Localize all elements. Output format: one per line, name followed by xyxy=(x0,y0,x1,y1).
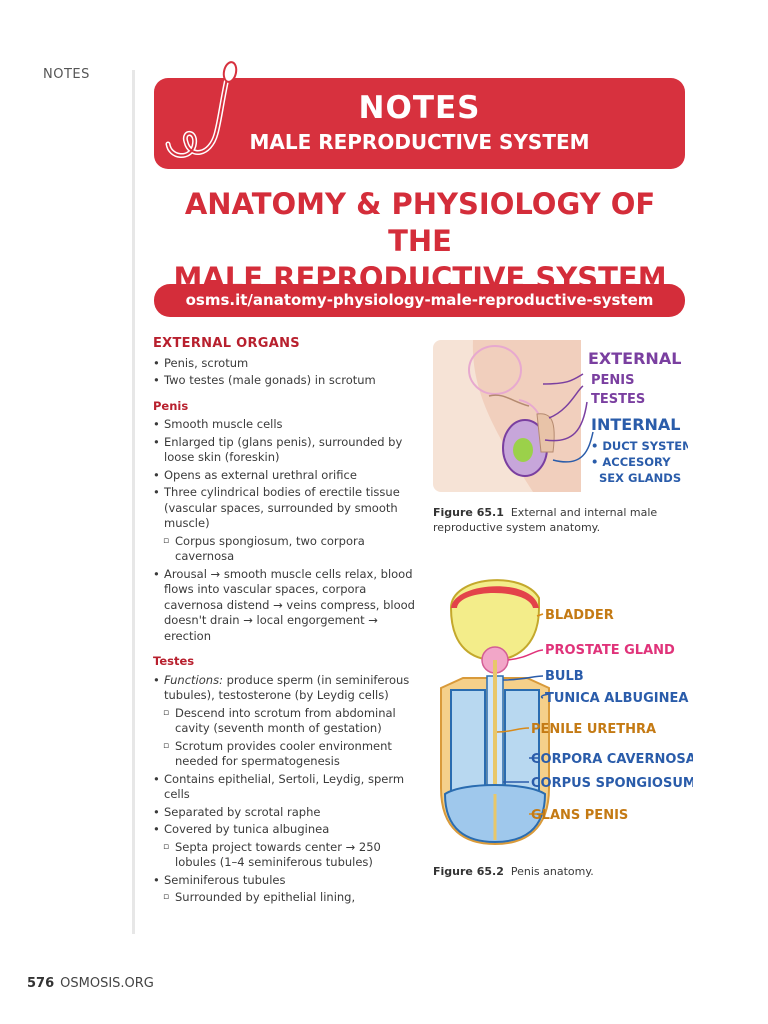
label-bladder: BLADDER xyxy=(545,608,614,623)
label-corpus-spongiosum: CORPUS SPONGIOSUM xyxy=(531,776,693,791)
title-line-1: ANATOMY & PHYSIOLOGY OF THE xyxy=(184,187,656,258)
bladder-muscle xyxy=(451,586,539,608)
label-tunica-albuginea: TUNICA ALBUGINEA xyxy=(545,691,688,706)
caption-number: Figure 65.1 xyxy=(433,506,504,519)
list-item: Contains epithelial, Sertoli, Leydig, sp… xyxy=(153,772,415,803)
penis-shape xyxy=(536,413,555,453)
list-subitem: Surrounded by epithelial lining, xyxy=(153,890,415,906)
bladder-shape xyxy=(449,579,540,662)
list-subitem: Descend into scrotum from abdominal cavi… xyxy=(153,706,415,737)
list-item: Separated by scrotal raphe xyxy=(153,805,415,821)
pelvis-shape xyxy=(472,340,581,492)
list-item: Seminiferous tubules xyxy=(153,873,415,889)
list-subitem: Corpus spongiosum, two corpora cavernosa xyxy=(153,534,415,565)
label-prostate-gland: PROSTATE GLAND xyxy=(545,643,675,658)
caption-text: Penis anatomy. xyxy=(510,865,594,878)
list-item: Covered by tunica albuginea xyxy=(153,822,415,838)
penis-heading: Penis xyxy=(153,398,189,413)
page-footer: 576 OSMOSIS.ORG xyxy=(27,976,154,991)
list-item: Arousal → smooth muscle cells relax, blo… xyxy=(153,567,415,645)
list-item: Three cylindrical bodies of erectile tis… xyxy=(153,485,415,532)
figure-penis-anatomy: BLADDER PROSTATE GLAND BULB TUNICA ALBUG… xyxy=(440,579,693,846)
margin-divider xyxy=(132,70,135,934)
label-penis: PENIS xyxy=(591,373,635,388)
leader-line xyxy=(544,401,588,442)
label-corpora-cavernosa: CORPORA CAVERNOSA xyxy=(531,752,693,767)
side-notes-label: NOTES xyxy=(43,67,90,82)
caption-number: Figure 65.2 xyxy=(433,865,504,878)
corpora-cavernosa-left xyxy=(450,689,486,799)
topic-url-link[interactable]: osms.it/anatomy-physiology-male-reproduc… xyxy=(154,284,685,317)
list-item: Opens as external urethral orifice xyxy=(153,468,415,484)
page-number: 576 xyxy=(27,976,55,991)
leader-line xyxy=(496,727,530,733)
leader-line xyxy=(548,385,584,419)
intro-list: Penis, scrotum Two testes (male gonads) … xyxy=(153,356,415,389)
label-accessory: • ACCESORY xyxy=(591,455,671,469)
label-sex-glands: SEX GLANDS xyxy=(599,471,681,485)
list-item: Two testes (male gonads) in scrotum xyxy=(153,373,415,389)
leader-line xyxy=(507,649,544,661)
testes-list: Functions: produce sperm (in seminiferou… xyxy=(153,673,415,906)
penis-list: Smooth muscle cells Enlarged tip (glans … xyxy=(153,417,415,644)
list-subitem: Scrotum provides cooler environment need… xyxy=(153,739,415,770)
figure-external-internal-anatomy: EXTERNAL PENIS TESTES INTERNAL • DUCT SY… xyxy=(433,340,688,492)
caption-text: External and internal male reproductive … xyxy=(433,506,658,534)
testis-inner xyxy=(513,438,533,462)
figure2-caption: Figure 65.2 Penis anatomy. xyxy=(433,864,673,879)
list-subitem: Septa project towards center → 250 lobul… xyxy=(153,840,415,871)
label-penile-urethra: PENILE URETHRA xyxy=(531,722,656,737)
label-bulb: BULB xyxy=(545,669,584,684)
leader-line xyxy=(502,675,544,681)
list-item: Penis, scrotum xyxy=(153,356,415,372)
leader-line xyxy=(540,693,550,699)
label-testes: TESTES xyxy=(591,392,645,407)
notes-banner: NOTES MALE REPRODUCTIVE SYSTEM xyxy=(154,78,685,169)
footer-site-link[interactable]: OSMOSIS.ORG xyxy=(60,976,154,991)
list-item: Smooth muscle cells xyxy=(153,417,415,433)
list-item: Functions: produce sperm (in seminiferou… xyxy=(153,673,415,704)
sperm-icon xyxy=(165,61,238,158)
leader-line xyxy=(536,613,544,617)
banner-subtitle: MALE REPRODUCTIVE SYSTEM xyxy=(249,130,590,154)
leader-line xyxy=(552,431,594,463)
figure1-caption: Figure 65.1 External and internal male r… xyxy=(433,505,673,535)
page-title: ANATOMY & PHYSIOLOGY OF THE MALE REPRODU… xyxy=(150,186,690,297)
functions-label: Functions: xyxy=(164,672,223,687)
functions-text: produce sperm (in seminiferous tubules),… xyxy=(164,672,410,703)
testes-heading: Testes xyxy=(153,654,195,668)
leader-line xyxy=(542,373,584,385)
hair-line xyxy=(488,394,530,407)
label-internal: INTERNAL xyxy=(591,415,680,434)
label-external: EXTERNAL xyxy=(588,349,681,368)
banner-title: NOTES xyxy=(358,90,481,126)
label-duct-system: • DUCT SYSTEM xyxy=(591,439,688,453)
text-column: EXTERNAL ORGANS Penis, scrotum Two teste… xyxy=(153,336,415,908)
list-item: Enlarged tip (glans penis), surrounded b… xyxy=(153,435,415,466)
bladder-outline xyxy=(468,345,522,395)
label-glans-penis: GLANS PENIS xyxy=(531,808,628,823)
section-heading: EXTERNAL ORGANS xyxy=(153,336,300,351)
